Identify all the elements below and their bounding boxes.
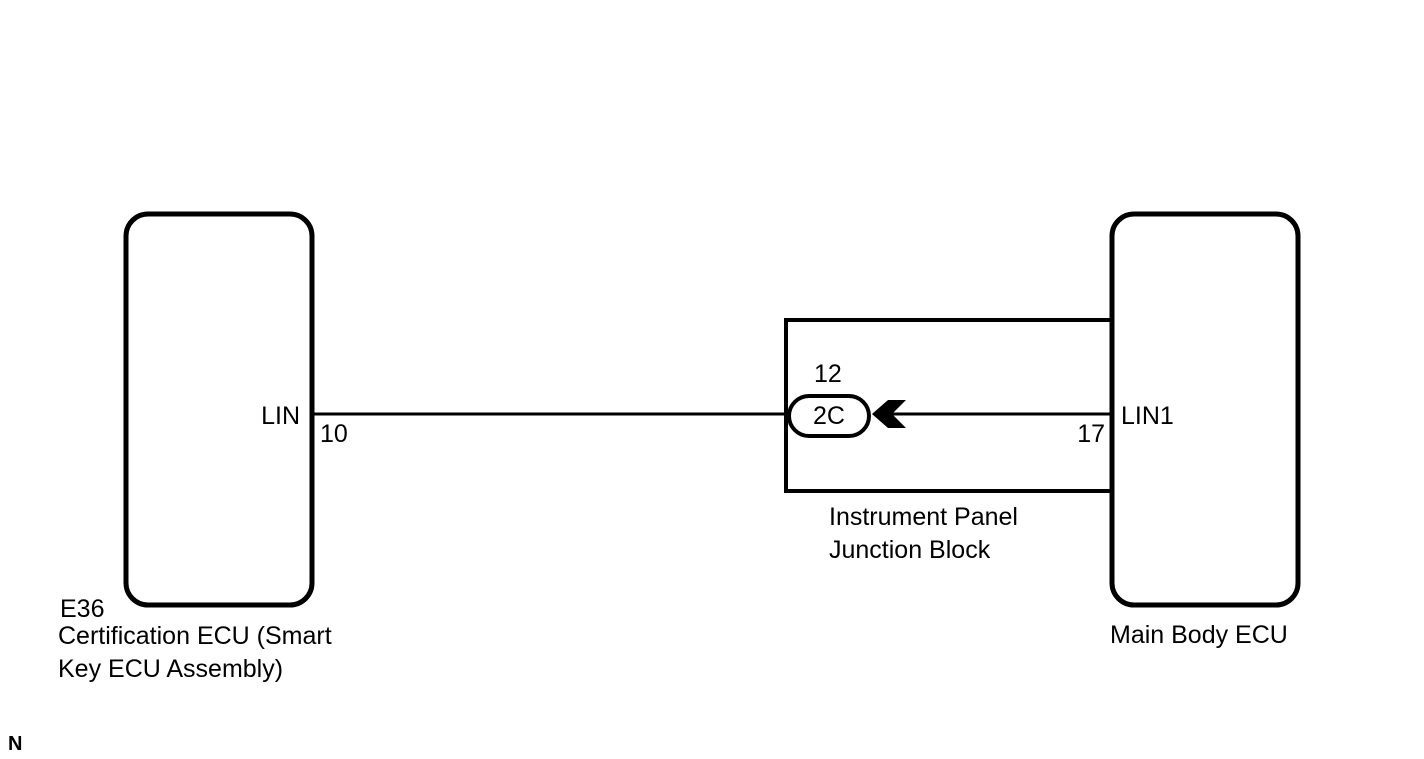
right-ecu-name: Main Body ECU: [1110, 621, 1288, 649]
left-ecu-code: E36: [60, 595, 104, 623]
connector-code: 2C: [813, 402, 845, 430]
left-pin-number: 10: [320, 420, 348, 448]
junction-block-outline: [784, 318, 1112, 493]
left-ecu-name-line2: Key ECU Assembly): [58, 655, 283, 683]
right-ecu-box: [1109, 211, 1301, 608]
corner-code: N: [8, 733, 22, 755]
right-pin-number: 17: [1077, 420, 1105, 448]
connector-pin-number: 12: [814, 360, 842, 388]
right-terminal-name: LIN1: [1121, 402, 1174, 430]
left-ecu-box: [123, 211, 315, 608]
junction-block-name-line1: Instrument Panel: [829, 503, 1018, 531]
connector-2c-body: [787, 394, 871, 438]
connector-arrow-icon: [872, 400, 906, 428]
left-terminal-name: LIN: [261, 402, 300, 430]
left-ecu-name-line1: Certification ECU (Smart: [58, 622, 332, 650]
junction-block-name-line2: Junction Block: [829, 536, 991, 564]
